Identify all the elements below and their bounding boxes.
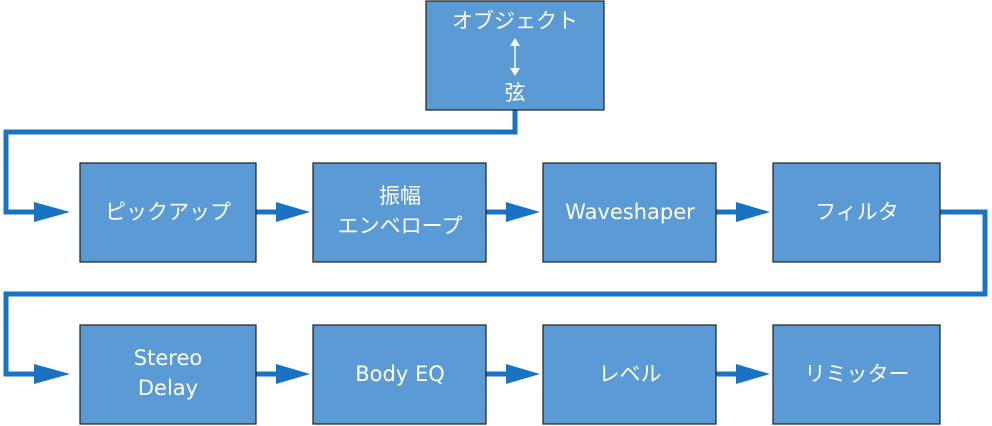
- arrow-pickup-to-envelope: [256, 202, 310, 222]
- waveshaper-block: Waveshaper: [542, 162, 717, 263]
- body-eq-label: Body EQ: [355, 362, 445, 386]
- arrow-envelope-to-waveshaper: [486, 202, 540, 222]
- level-block: レベル: [542, 324, 717, 425]
- arrow-into-stereo-delay: [34, 364, 70, 384]
- stereo-delay-label-line-1: Stereo: [134, 346, 202, 370]
- pickup-label: ピックアップ: [105, 200, 231, 224]
- filter-block: フィルタ: [772, 162, 941, 263]
- limiter-label: リミッター: [805, 362, 910, 386]
- limiter-block: リミッター: [772, 324, 941, 425]
- arrow-stereo-delay-to-body-eq: [256, 364, 310, 384]
- waveshaper-label: Waveshaper: [565, 200, 695, 224]
- object-string-block: オブジェクト 弦: [425, 0, 605, 111]
- stereo-delay-block: Stereo Delay: [79, 324, 257, 425]
- arrow-body-eq-to-level: [486, 364, 540, 384]
- connector-object-to-pickup: [3, 110, 518, 215]
- string-label: 弦: [505, 81, 526, 105]
- filter-label: フィルタ: [815, 200, 899, 224]
- stereo-delay-label-line-2: Delay: [138, 376, 198, 400]
- arrow-level-to-limiter: [716, 364, 770, 384]
- body-eq-block: Body EQ: [312, 324, 487, 425]
- amplitude-envelope-label-line-1: 振幅: [379, 184, 421, 208]
- arrow-into-pickup: [34, 202, 70, 222]
- amplitude-envelope-label-line-2: エンベロープ: [338, 214, 463, 238]
- connector-filter-to-stereo-delay: [3, 209, 988, 377]
- object-label: オブジェクト: [452, 9, 578, 33]
- amplitude-envelope-block: 振幅 エンベロープ: [312, 162, 487, 263]
- arrow-waveshaper-to-filter: [716, 202, 770, 222]
- level-label: レベル: [599, 362, 662, 386]
- pickup-block: ピックアップ: [79, 162, 257, 263]
